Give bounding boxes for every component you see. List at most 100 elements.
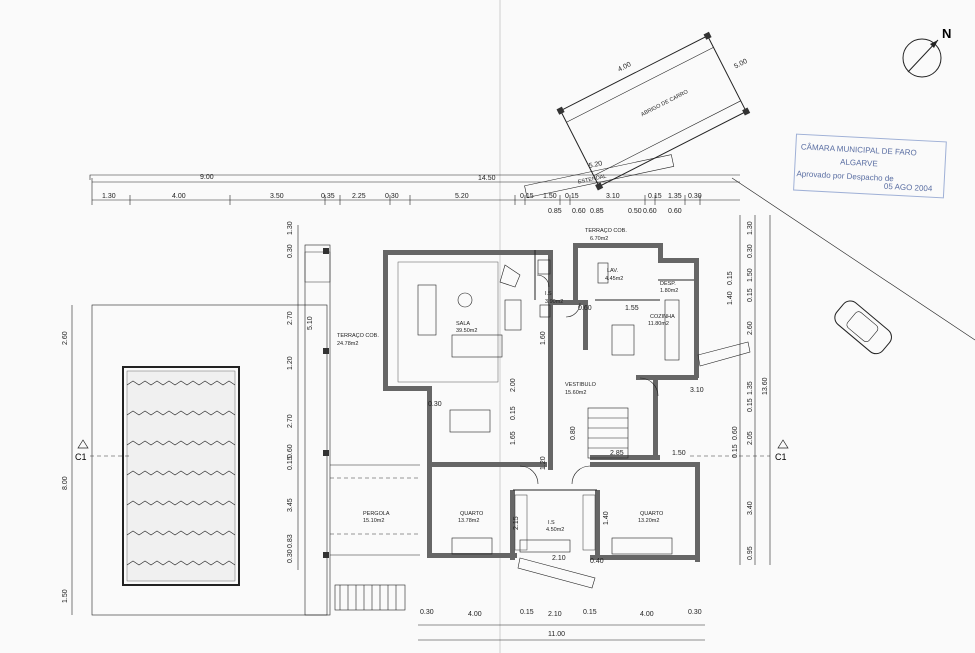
dim-mid-total: 14.50 — [478, 175, 496, 182]
section-label-left: C1 — [75, 452, 87, 462]
dim-in-8: 2.00 — [510, 378, 517, 392]
dim-top-9: 1.50 — [543, 193, 557, 200]
dim-bottom-6: 4.00 — [640, 611, 654, 618]
dim-bottom-total: 11.00 — [548, 631, 565, 638]
plot-boundary — [731, 177, 975, 341]
dim-row2-4: 0.50 — [628, 208, 642, 215]
terrace-frame — [304, 244, 420, 616]
room-labels: TERRAÇO COB. 6.70m2 LAV. 4.45m2 DESP. 1.… — [337, 228, 678, 533]
stamp-line1: CÂMARA MUNICIPAL DE FARO — [801, 142, 917, 157]
cozinha-area: 11.80m2 — [648, 321, 669, 327]
dim-top-1: 1.30 — [102, 193, 116, 200]
dim-in-12: 0.80 — [570, 426, 577, 440]
right-dimensions: 13.60 1.30 0.30 1.50 0.15 2.60 1.35 0.15… — [732, 215, 771, 565]
dim-top-7: 5.20 — [455, 193, 469, 200]
dim-right-5: 2.60 — [747, 321, 754, 335]
dim-top-5: 2.25 — [352, 193, 366, 200]
dim-right-6: 1.35 — [747, 381, 754, 395]
dim-right-12: 0.95 — [747, 546, 754, 560]
terraco-left-name: TERRAÇO COB. — [337, 333, 379, 339]
stamp-line2: ALGARVE — [840, 157, 878, 168]
carport: ABRIGO DE CARRO 4.00 5.00 — [556, 31, 751, 191]
dim-in-3: 1.40 — [727, 291, 734, 305]
terraco-top-area: 6.70m2 — [590, 236, 608, 242]
dim-left-2: 8.00 — [62, 476, 69, 490]
dim-top-6: 0.30 — [385, 193, 399, 200]
dim-top-10: 0.15 — [565, 193, 579, 200]
cozinha-name: COZINHA — [650, 314, 675, 320]
dim-left2-4: 5.10 — [307, 316, 314, 330]
dim-right-9: 0.60 — [732, 426, 739, 440]
terraco-left-area: 24.78m2 — [337, 341, 358, 347]
desp-area: 1.80m2 — [660, 288, 678, 294]
dim-in-17: 0.30 — [428, 401, 442, 408]
is-bath-name: I.S — [548, 520, 555, 526]
dim-in-13: 2.15 — [513, 516, 520, 530]
dim-row2-6: 0.60 — [668, 208, 682, 215]
furniture — [397, 259, 680, 555]
dim-left2-3: 2.70 — [287, 311, 294, 325]
quarto2-area: 13.20m2 — [638, 518, 659, 524]
plot-line-top — [89, 174, 740, 180]
terraco-top-name: TERRAÇO COB. — [585, 228, 627, 234]
dim-right-11: 3.40 — [747, 501, 754, 515]
dim-right-3: 1.50 — [747, 268, 754, 282]
dim-top-13: 1.35 — [668, 193, 682, 200]
stamp-date: 05 AGO 2004 — [884, 182, 933, 194]
section-marker-right: C1 — [690, 439, 789, 462]
dim-in-10: 1.60 — [540, 331, 547, 345]
dim-in-2: 0.60 — [578, 305, 592, 312]
estendal-label: ESTENDAL — [577, 174, 607, 186]
approval-stamp: CÂMARA MUNICIPAL DE FARO ALGARVE Aprovad… — [793, 133, 947, 199]
dim-left2-2: 1.30 — [287, 221, 294, 235]
wardrobes — [514, 494, 596, 551]
interior-stairs — [587, 407, 629, 459]
dim-bottom-2: 4.00 — [468, 611, 482, 618]
dim-row2-5: 0.60 — [643, 208, 657, 215]
vestibulo-area: 15.60m2 — [565, 390, 586, 396]
dim-top-2: 4.00 — [172, 193, 186, 200]
dim-left2-8: 0.15 — [287, 456, 294, 470]
dim-bottom-5: 0.15 — [583, 609, 597, 616]
dim-bottom-4: 2.10 — [548, 611, 562, 618]
dim-bottom-1: 0.30 — [420, 609, 434, 616]
dim-in-4: 0.15 — [727, 271, 734, 285]
dim-right-total: 13.60 — [762, 377, 769, 395]
dim-in-11: 1.65 — [510, 431, 517, 445]
dim-in-6: 1.50 — [672, 450, 686, 457]
dim-carport-4: 4.00 — [617, 61, 632, 73]
ramp-right — [697, 341, 751, 367]
lav-area: 4.45m2 — [605, 276, 623, 282]
dim-left2-7: 0.60 — [287, 444, 294, 458]
dim-in-16: 0.40 — [590, 558, 604, 565]
dim-right-7: 0.15 — [747, 398, 754, 412]
dim-right-10: 0.15 — [732, 444, 739, 458]
quarto2-name: QUARTO — [640, 511, 664, 517]
ramp-bottom — [517, 557, 596, 589]
dim-right-1: 1.30 — [747, 221, 754, 235]
dim-left2-11: 0.30 — [287, 549, 294, 563]
pool — [91, 304, 328, 616]
sala-name: SALA — [456, 321, 470, 327]
dim-top-4: 0.35 — [321, 193, 335, 200]
dim-left2-1: 0.30 — [287, 244, 294, 258]
north-label: N — [942, 26, 951, 41]
dim-top-8: 0.15 — [520, 193, 534, 200]
dim-bottom-7: 0.30 — [688, 609, 702, 616]
left-dimensions: 2.60 8.00 1.50 0.30 1.30 2.70 1.20 2.70 … — [62, 221, 314, 615]
dim-in-14: 1.40 — [603, 511, 610, 525]
house-walls — [383, 243, 700, 562]
dim-right-4: 0.15 — [747, 288, 754, 302]
section-marker-left: C1 — [75, 439, 130, 462]
dim-estendal: 5.20 — [588, 160, 603, 170]
carport-label: ABRIGO DE CARRO — [640, 89, 690, 118]
section-label-right: C1 — [775, 452, 787, 462]
dim-top-14: 0.30 — [688, 193, 702, 200]
dim-left2-6: 2.70 — [287, 414, 294, 428]
is-small-name: I.S — [545, 291, 552, 297]
quarto1-area: 13.78m2 — [458, 518, 479, 524]
dim-right-8: 2.05 — [747, 431, 754, 445]
dim-carport-5: 5.00 — [733, 58, 748, 70]
dim-left2-9: 3.45 — [287, 498, 294, 512]
